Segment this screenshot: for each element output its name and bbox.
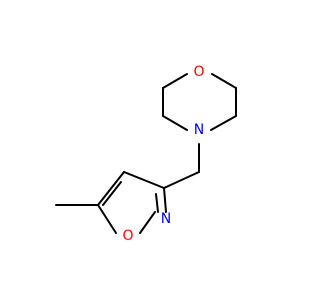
bond-c5-o [97,204,117,234]
bond-ch2-c3 [163,171,200,189]
bond-c4-c5 [97,171,125,206]
bond-c-n-left [162,115,188,131]
morpholine-nitrogen-label: N [194,122,204,138]
bond-o-c-left [162,73,188,89]
morpholine-oxygen-label: O [193,64,204,80]
isoxazole-nitrogen-label: N [161,211,171,227]
bond-c4-c5-double [102,181,122,206]
isoxazole-oxygen-label: O [122,228,133,244]
molecule-structure: O N N O [55,64,237,244]
bond-c3-n-double [155,193,159,213]
bond-c3-c4 [123,171,165,189]
bond-o-n [139,211,156,234]
bond-n-c-right [210,115,237,131]
bond-c3-n [163,187,167,213]
structure-canvas: O N N O [55,64,237,244]
bond-c-o-right [211,73,237,89]
